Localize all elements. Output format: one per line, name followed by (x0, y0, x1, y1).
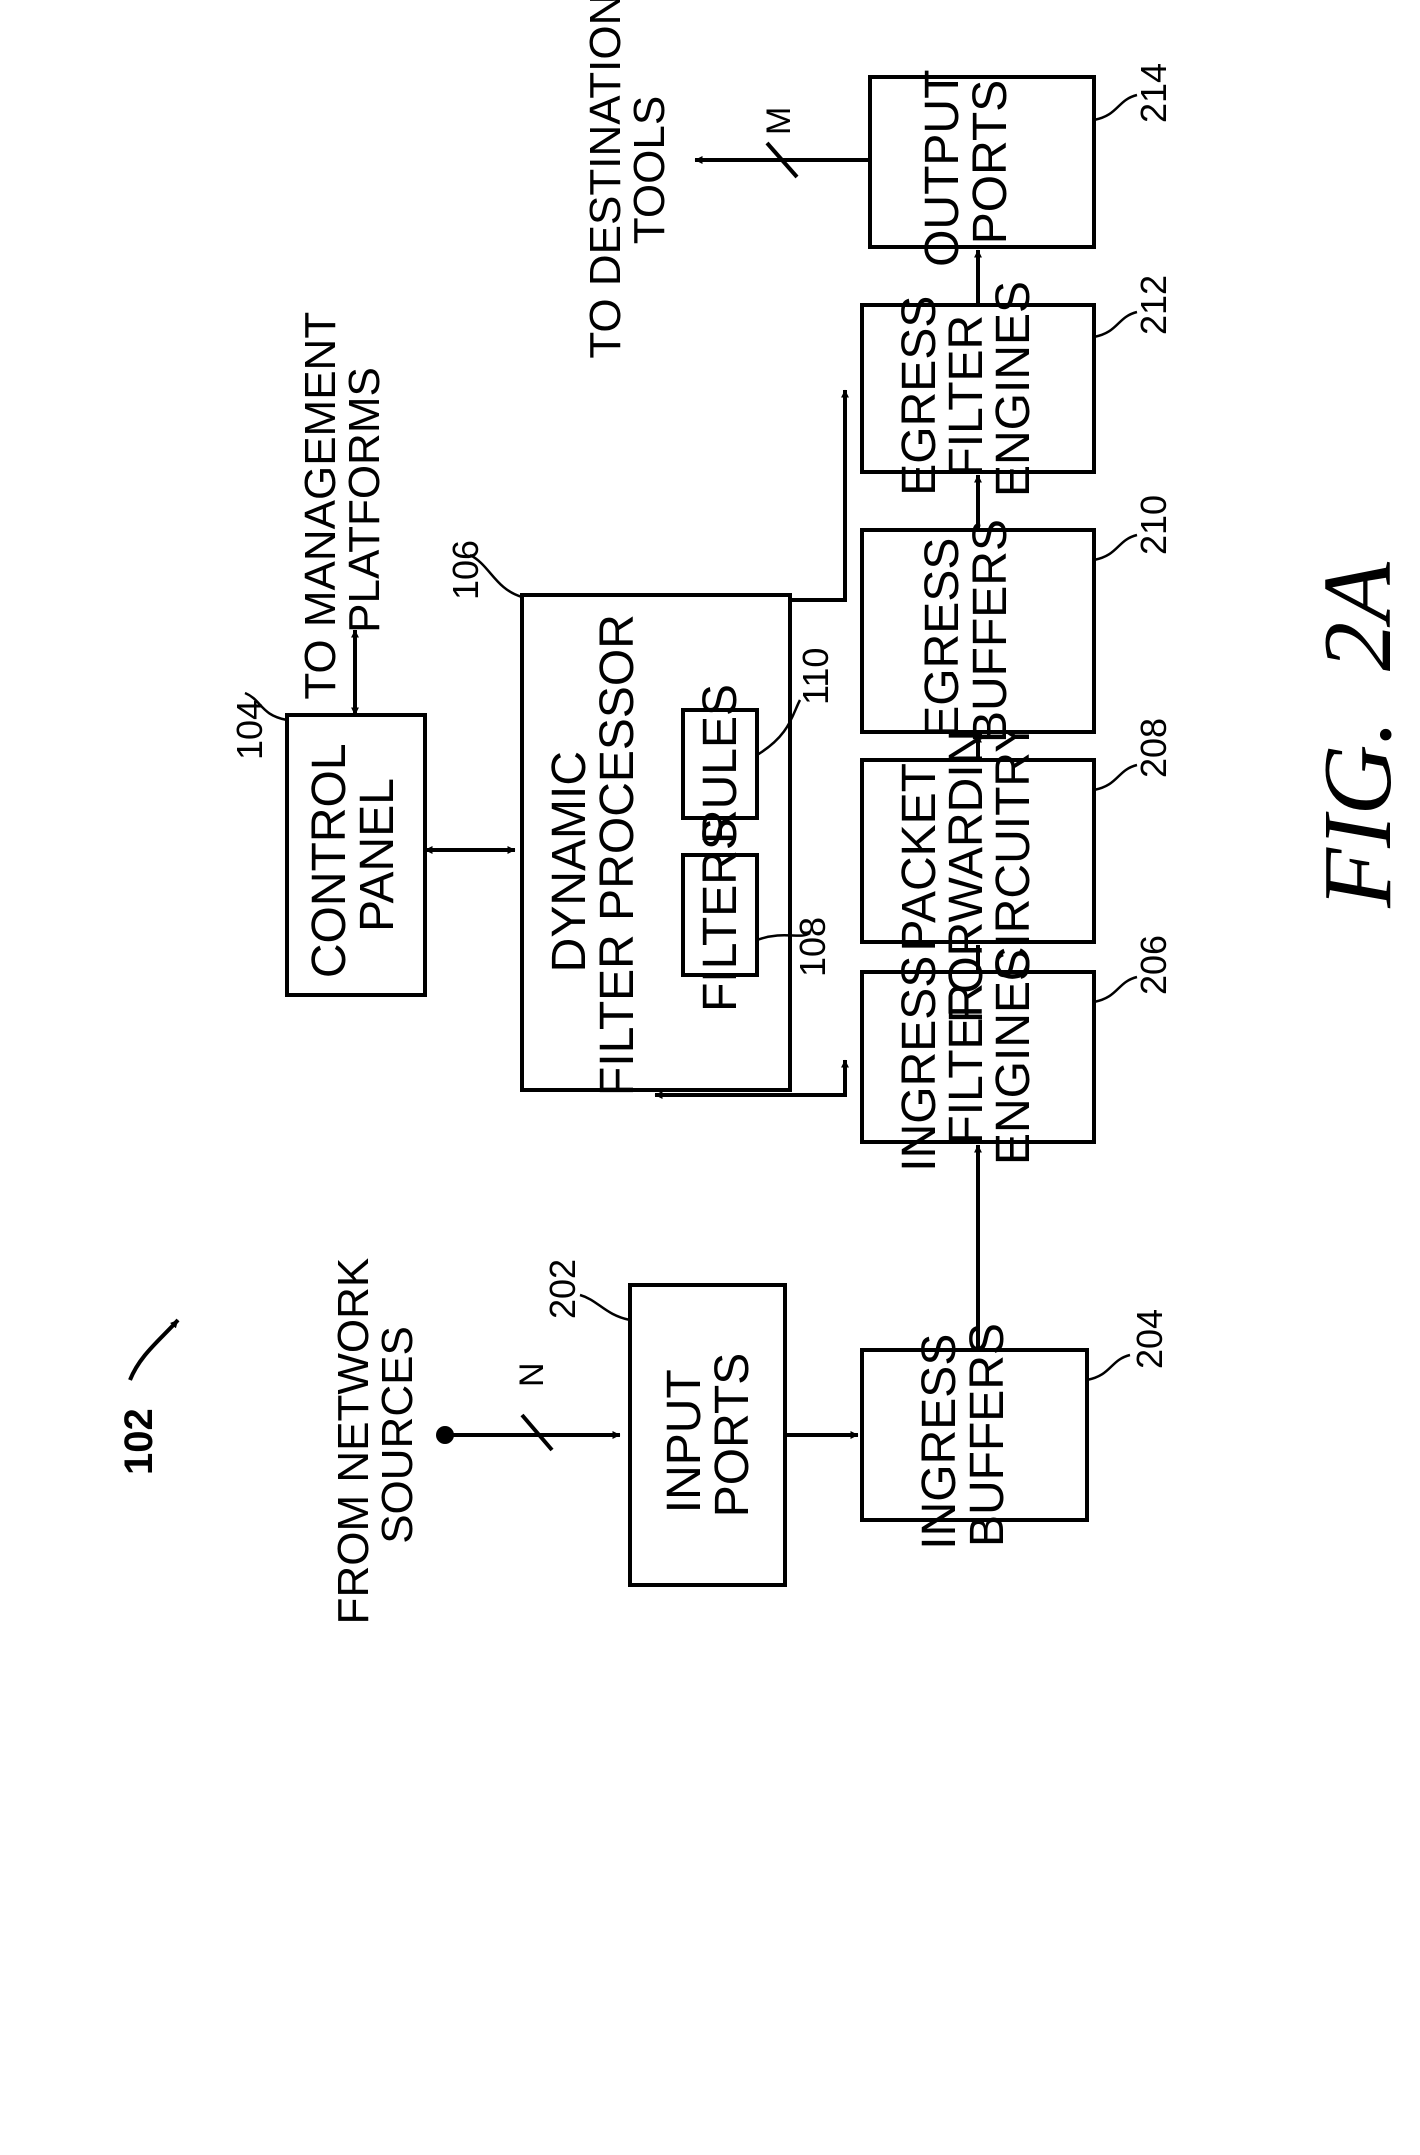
ref-208-leader (1094, 765, 1137, 790)
ref-212: 212 (1133, 275, 1174, 335)
sources-label-line2: SOURCES (373, 1326, 422, 1544)
ref-214-leader (1094, 95, 1137, 120)
dynamic-filter-processor-block: DYNAMIC FILTER PROCESSOR (522, 595, 790, 1096)
ref-206-leader (1094, 977, 1137, 1002)
filters-label: FILTERS (694, 818, 747, 1012)
ref-208: 208 (1133, 718, 1174, 778)
bus-n-slash (522, 1415, 552, 1450)
ref-104: 104 (229, 700, 270, 760)
ref-106: 106 (445, 540, 486, 600)
egress-filter-engines-label: EGRESS FILTER ENGINES (893, 281, 1040, 497)
output-ports-label-line1: OUTPUT (916, 70, 969, 267)
ref-210-leader (1094, 535, 1137, 560)
control-panel-label-line1: CONTROL (303, 744, 356, 978)
ref-204: 204 (1129, 1309, 1170, 1369)
egress-buffers-label-line1: EGRESS (916, 538, 969, 738)
management-label: TO MANAGEMENT PLATFORMS (296, 300, 389, 699)
egress-filter-engines-block: EGRESS FILTER ENGINES (862, 281, 1094, 497)
ref-202-leader (580, 1295, 630, 1320)
ref-102-arrow (130, 1320, 178, 1380)
bus-n-label: N (513, 1362, 551, 1387)
output-ports-label-line2: PORTS (964, 80, 1017, 244)
ingress-filter-engines-label-line1: INGRESS (893, 956, 946, 1172)
ingress-buffers-block: INGRESS BUFFERS (862, 1320, 1087, 1549)
rules-block: RULES (683, 684, 757, 844)
destination-label-line1: TO DESTINATION (581, 0, 630, 359)
processor-to-egress-filter-link (655, 390, 845, 600)
rules-label: RULES (694, 684, 747, 844)
packet-forwarding-label-line1: PACKET (893, 763, 946, 951)
ref-210: 210 (1133, 495, 1174, 555)
management-label-line1: TO MANAGEMENT (296, 313, 345, 700)
destination-label: TO DESTINATION TOOLS (581, 0, 674, 359)
output-ports-label: OUTPUT PORTS (916, 57, 1017, 267)
egress-buffers-block: EGRESS BUFFERS (862, 519, 1094, 743)
filters-block: FILTERS (683, 818, 757, 1012)
sources-label-line1: FROM NETWORK (329, 1258, 378, 1625)
ref-102: 102 (117, 1408, 161, 1475)
management-label-line2: PLATFORMS (340, 367, 389, 633)
egress-buffers-label-line2: BUFFERS (964, 519, 1017, 743)
ref-206: 206 (1133, 935, 1174, 995)
ref-108: 108 (792, 917, 833, 977)
input-ports-label-line1: INPUT (658, 1370, 711, 1514)
ingress-buffers-label-line1: INGRESS (913, 1334, 966, 1550)
ref-214: 214 (1133, 63, 1174, 123)
egress-filter-engines-label-line1: EGRESS (893, 296, 946, 496)
ref-202: 202 (542, 1259, 583, 1319)
dynamic-filter-processor-label-line2: FILTER PROCESSOR (591, 614, 644, 1096)
egress-filter-engines-label-line3: ENGINES (987, 281, 1040, 497)
rotated-drawing: INPUT PORTS INGRESS BUFFERS INGRESS FILT… (117, 0, 1412, 1624)
ref-110: 110 (795, 648, 836, 705)
ingress-buffers-label-line2: BUFFERS (961, 1323, 1014, 1547)
dynamic-filter-processor-label-line1: DYNAMIC (543, 751, 596, 972)
control-panel-label-line2: PANEL (351, 778, 404, 932)
input-ports-label-line2: PORTS (706, 1353, 759, 1517)
control-panel-block: CONTROL PANEL (287, 715, 425, 995)
packet-forwarding-label-line3: CIRCUITRY (987, 721, 1040, 981)
input-ports-label: INPUT PORTS (658, 1353, 759, 1517)
bus-m-label: M (760, 107, 798, 135)
sources-label: FROM NETWORK SOURCES (329, 1246, 422, 1625)
ingress-buffers-label: INGRESS BUFFERS (913, 1320, 1014, 1549)
ref-204-leader (1087, 1355, 1130, 1380)
figure-caption: FIG. 2A (1304, 561, 1412, 909)
input-ports-block: INPUT PORTS (630, 1285, 785, 1585)
egress-buffers-label: EGRESS BUFFERS (916, 519, 1017, 743)
output-ports-block: OUTPUT PORTS (870, 57, 1094, 267)
egress-filter-engines-label-line2: FILTER (940, 315, 993, 477)
ref-212-leader (1094, 312, 1137, 337)
destination-label-line2: TOOLS (625, 96, 674, 244)
